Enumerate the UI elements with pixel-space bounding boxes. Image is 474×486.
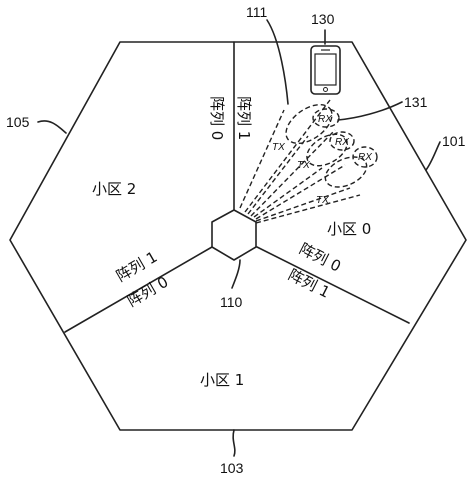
beam-line: [250, 129, 336, 217]
beam-line: [247, 135, 309, 215]
array-label-top-right: 阵列 1: [235, 96, 253, 140]
ref-105: 105: [6, 114, 30, 130]
ref-130: 130: [311, 11, 335, 27]
leader-103: [232, 429, 236, 457]
array-label-right-lower: 阵列 1: [285, 266, 333, 302]
tx-beam-ellipse: [306, 133, 348, 167]
ref-101: 101: [442, 133, 466, 149]
beam-label-rx: RX: [318, 114, 332, 125]
beam-line: [239, 109, 285, 209]
beam-label-rx: RX: [335, 137, 349, 148]
leader-111: [266, 19, 289, 105]
ref-103: 103: [220, 460, 244, 476]
beam-lines: [239, 99, 361, 224]
beam-label-tx: TX: [316, 195, 329, 206]
beam-line: [255, 164, 346, 220]
cell-label-0: 小区 0: [327, 220, 371, 238]
rx-beam-ellipse: [312, 108, 340, 128]
beam-label-tx: TX: [297, 160, 310, 171]
leader-101: [425, 141, 441, 171]
base-station-hexagon: [211, 209, 257, 261]
leader-110: [231, 259, 241, 289]
mobile-phone-icon: [310, 45, 341, 95]
ref-111: 111: [246, 4, 267, 20]
divider-lower-left: [64, 246, 213, 333]
beam-line: [255, 187, 351, 222]
array-label-top-left: 阵列 0: [208, 96, 226, 140]
leader-131: [337, 101, 403, 121]
beam-line: [253, 167, 323, 218]
tx-beam-ellipse: [324, 156, 368, 188]
outer-hexagon: [9, 41, 467, 431]
beam-label-rx: RX: [358, 152, 372, 163]
divider-lower-right: [256, 246, 410, 324]
beam-label-tx: TX: [272, 142, 285, 153]
rx-beam-ellipse: [329, 131, 355, 151]
cell-label-1: 小区 1: [200, 371, 244, 389]
leader-105: [37, 120, 67, 134]
cell-label-2: 小区 2: [92, 180, 136, 198]
rx-beam-ellipse: [352, 146, 378, 168]
ref-131: 131: [404, 94, 428, 110]
beam-line: [255, 194, 361, 224]
ref-110: 110: [220, 294, 243, 310]
